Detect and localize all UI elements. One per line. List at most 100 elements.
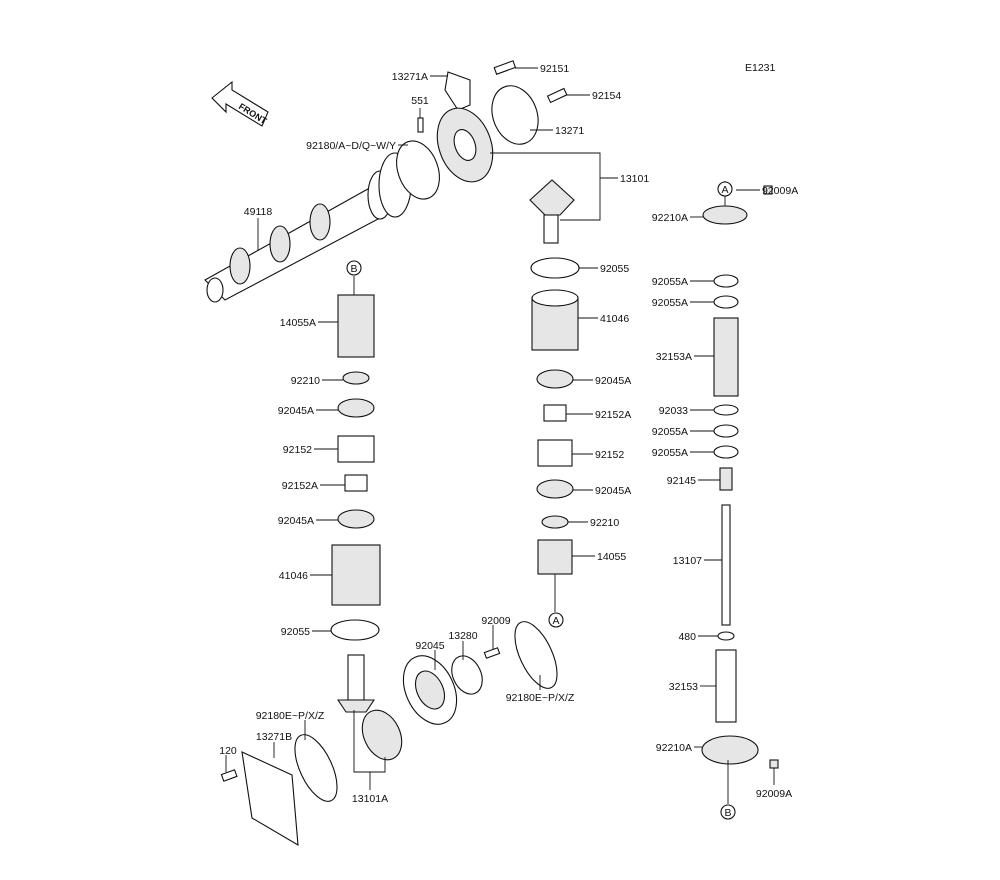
- marker-a-label: A: [721, 184, 728, 196]
- pin-551: [417, 117, 424, 133]
- housing-41046: [531, 297, 579, 351]
- part-label: 92045A: [595, 375, 631, 387]
- part-label: 92152A: [282, 480, 318, 492]
- gasket-92180E-right: [514, 621, 558, 689]
- part-label: 92180E~P/X/Z: [256, 710, 325, 722]
- part-label: 92045: [415, 640, 444, 652]
- oring-92055A-3: [713, 424, 739, 438]
- screw-92009A-bottom: [769, 759, 779, 769]
- marker-a-top: [717, 181, 733, 197]
- part-label: 49118: [244, 206, 273, 218]
- oring-92055A-4: [713, 445, 739, 459]
- bolt-120: [220, 769, 238, 782]
- part-label: 13101: [620, 173, 649, 185]
- part-label: 551: [411, 95, 429, 107]
- nut-92210A-bottom: [701, 735, 759, 765]
- nut-92210: [541, 515, 569, 529]
- oring-92055: [530, 257, 580, 279]
- screw-92009: [483, 647, 501, 659]
- part-label: 92151: [540, 63, 569, 75]
- nut-92210A-top: [702, 205, 748, 225]
- screw-92009A-top: [763, 185, 773, 195]
- gasket-92180E-left: [294, 734, 338, 802]
- part-label: 92055A: [652, 297, 688, 309]
- cover-13271B: [241, 751, 299, 847]
- part-label: 32153: [669, 681, 698, 693]
- part-label: 480: [678, 631, 696, 643]
- spacer-92152-left: [337, 435, 375, 463]
- part-label: 92152: [595, 449, 624, 461]
- part-label: 92055: [600, 263, 629, 275]
- part-label: 120: [219, 745, 237, 757]
- part-label: 92055A: [652, 426, 688, 438]
- marker-a-label: A: [552, 615, 559, 627]
- part-labels: 13271A 92151 92154 551 13271 92180/A~D/Q…: [219, 63, 798, 805]
- part-label: 92180E~P/X/Z: [506, 692, 575, 704]
- bevel-gear-13101: [529, 179, 575, 244]
- oring-92055-left: [330, 619, 380, 641]
- circlip-92033: [713, 404, 739, 416]
- part-label: 92009A: [762, 185, 798, 197]
- plate-13280: [451, 655, 483, 695]
- spacer-92152: [537, 439, 573, 467]
- leader-lines: [225, 67, 775, 804]
- part-label: 92210A: [656, 742, 692, 754]
- part-label: 92045A: [595, 485, 631, 497]
- oring-92055A-2: [713, 295, 739, 309]
- part-label: 92210A: [652, 212, 688, 224]
- part-label: 92045A: [278, 405, 314, 417]
- part-label: 13271B: [256, 731, 292, 743]
- part-label: 92033: [659, 405, 688, 417]
- part-label: 92210: [590, 517, 619, 529]
- tube-32153: [715, 649, 737, 723]
- bearing-92045A: [536, 369, 574, 389]
- marker-b-bottom: [720, 804, 736, 820]
- part-label: 13107: [673, 555, 702, 567]
- part-label: 13271: [555, 125, 584, 137]
- part-label: 92210: [291, 375, 320, 387]
- camshaft-49118: [204, 152, 412, 303]
- part-label: 41046: [600, 313, 629, 325]
- part-label: 13271A: [392, 71, 428, 83]
- washer-480: [717, 631, 735, 641]
- part-label: 41046: [279, 570, 308, 582]
- oring-92055A-1: [713, 274, 739, 288]
- spacer-92152A-left: [344, 474, 368, 492]
- part-label: 92152A: [595, 409, 631, 421]
- part-label: 92055A: [652, 447, 688, 459]
- tube-32153A: [713, 317, 739, 397]
- diagram-code: E1231: [745, 62, 776, 74]
- gasket-92180: [396, 140, 440, 200]
- bearing-92045A-left: [337, 398, 375, 418]
- part-label: 14055: [597, 551, 626, 563]
- front-arrow-icon: FRONT: [211, 80, 269, 127]
- marker-a-bottom: [548, 612, 564, 628]
- bearing-92045A-left-2: [337, 509, 375, 529]
- marker-b-label: B: [350, 263, 357, 275]
- nut-92210-left: [342, 371, 370, 385]
- part-label: 92009A: [756, 788, 792, 800]
- housing-14055A: [337, 294, 375, 358]
- part-label: 13101A: [352, 793, 388, 805]
- part-label: 92045A: [278, 515, 314, 527]
- part-label: 92152: [283, 444, 312, 456]
- spacer-92152A: [543, 404, 567, 422]
- marker-b-label: B: [724, 807, 731, 819]
- part-label: 92009: [481, 615, 510, 627]
- part-label: 92055A: [652, 276, 688, 288]
- spring-92145: [719, 467, 733, 491]
- part-label: 92055: [281, 626, 310, 638]
- bracket-13271A: [444, 71, 471, 111]
- part-label: 14055A: [280, 317, 316, 329]
- housing-14055: [537, 539, 573, 575]
- housing-41046-left: [331, 544, 381, 606]
- marker-b-top: [346, 260, 362, 276]
- bolt-92154: [546, 87, 568, 104]
- plate-13271: [491, 85, 539, 145]
- shaft-13107: [721, 504, 731, 626]
- bevel-gear-13101A: [336, 654, 403, 761]
- part-label: 92145: [667, 475, 696, 487]
- bolt-92151: [493, 60, 517, 75]
